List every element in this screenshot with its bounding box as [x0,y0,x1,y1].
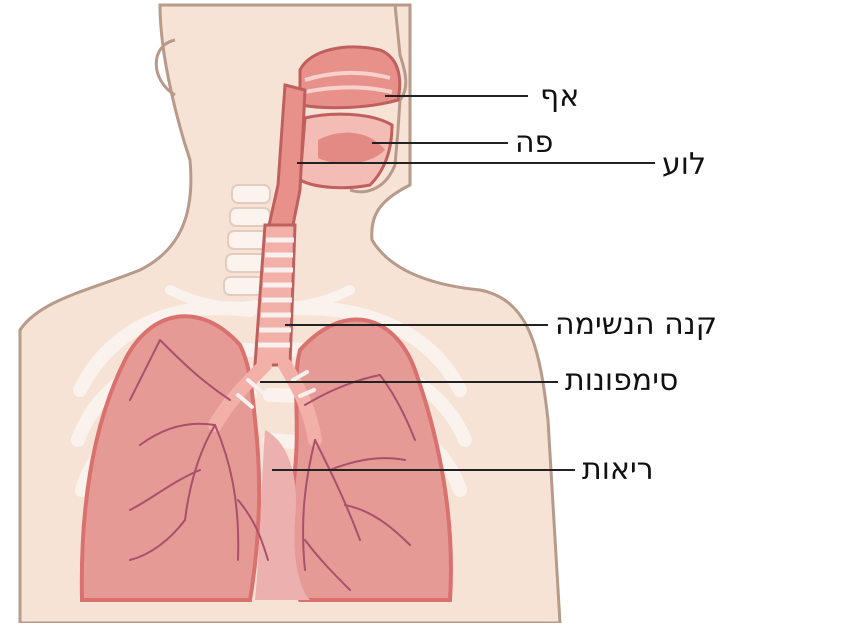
label-lungs: ריאות [582,455,654,485]
label-nose: אף [540,82,579,112]
label-pharynx: לוע [662,150,706,180]
label-bronchi: סימפונות [565,366,678,396]
label-mouth: פה [515,128,553,158]
label-trachea: קנה הנשימה [555,310,717,340]
